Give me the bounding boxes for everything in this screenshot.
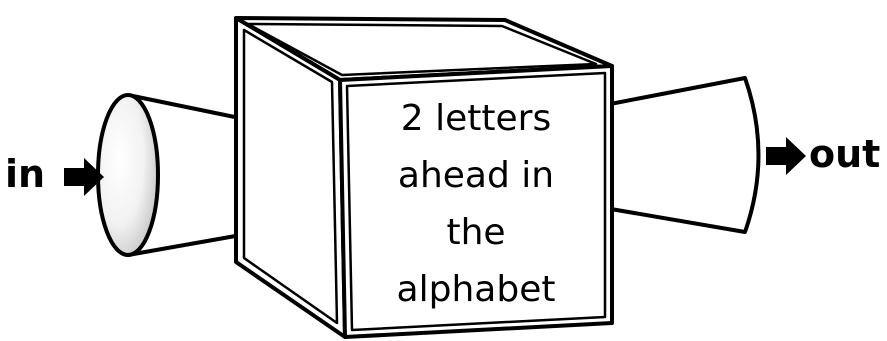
output-funnel — [605, 78, 759, 232]
input-funnel-mouth — [98, 95, 158, 255]
rule-line-4: alphabet — [397, 269, 556, 310]
rule-line-2: ahead in — [398, 155, 554, 196]
output-arrow-icon — [766, 137, 806, 175]
input-indicator: in — [5, 152, 104, 196]
output-label: out — [809, 132, 880, 176]
output-indicator: out — [766, 132, 880, 176]
input-label: in — [5, 152, 45, 196]
rule-line-3: the — [446, 212, 505, 253]
rule-line-1: 2 letters — [401, 98, 551, 139]
